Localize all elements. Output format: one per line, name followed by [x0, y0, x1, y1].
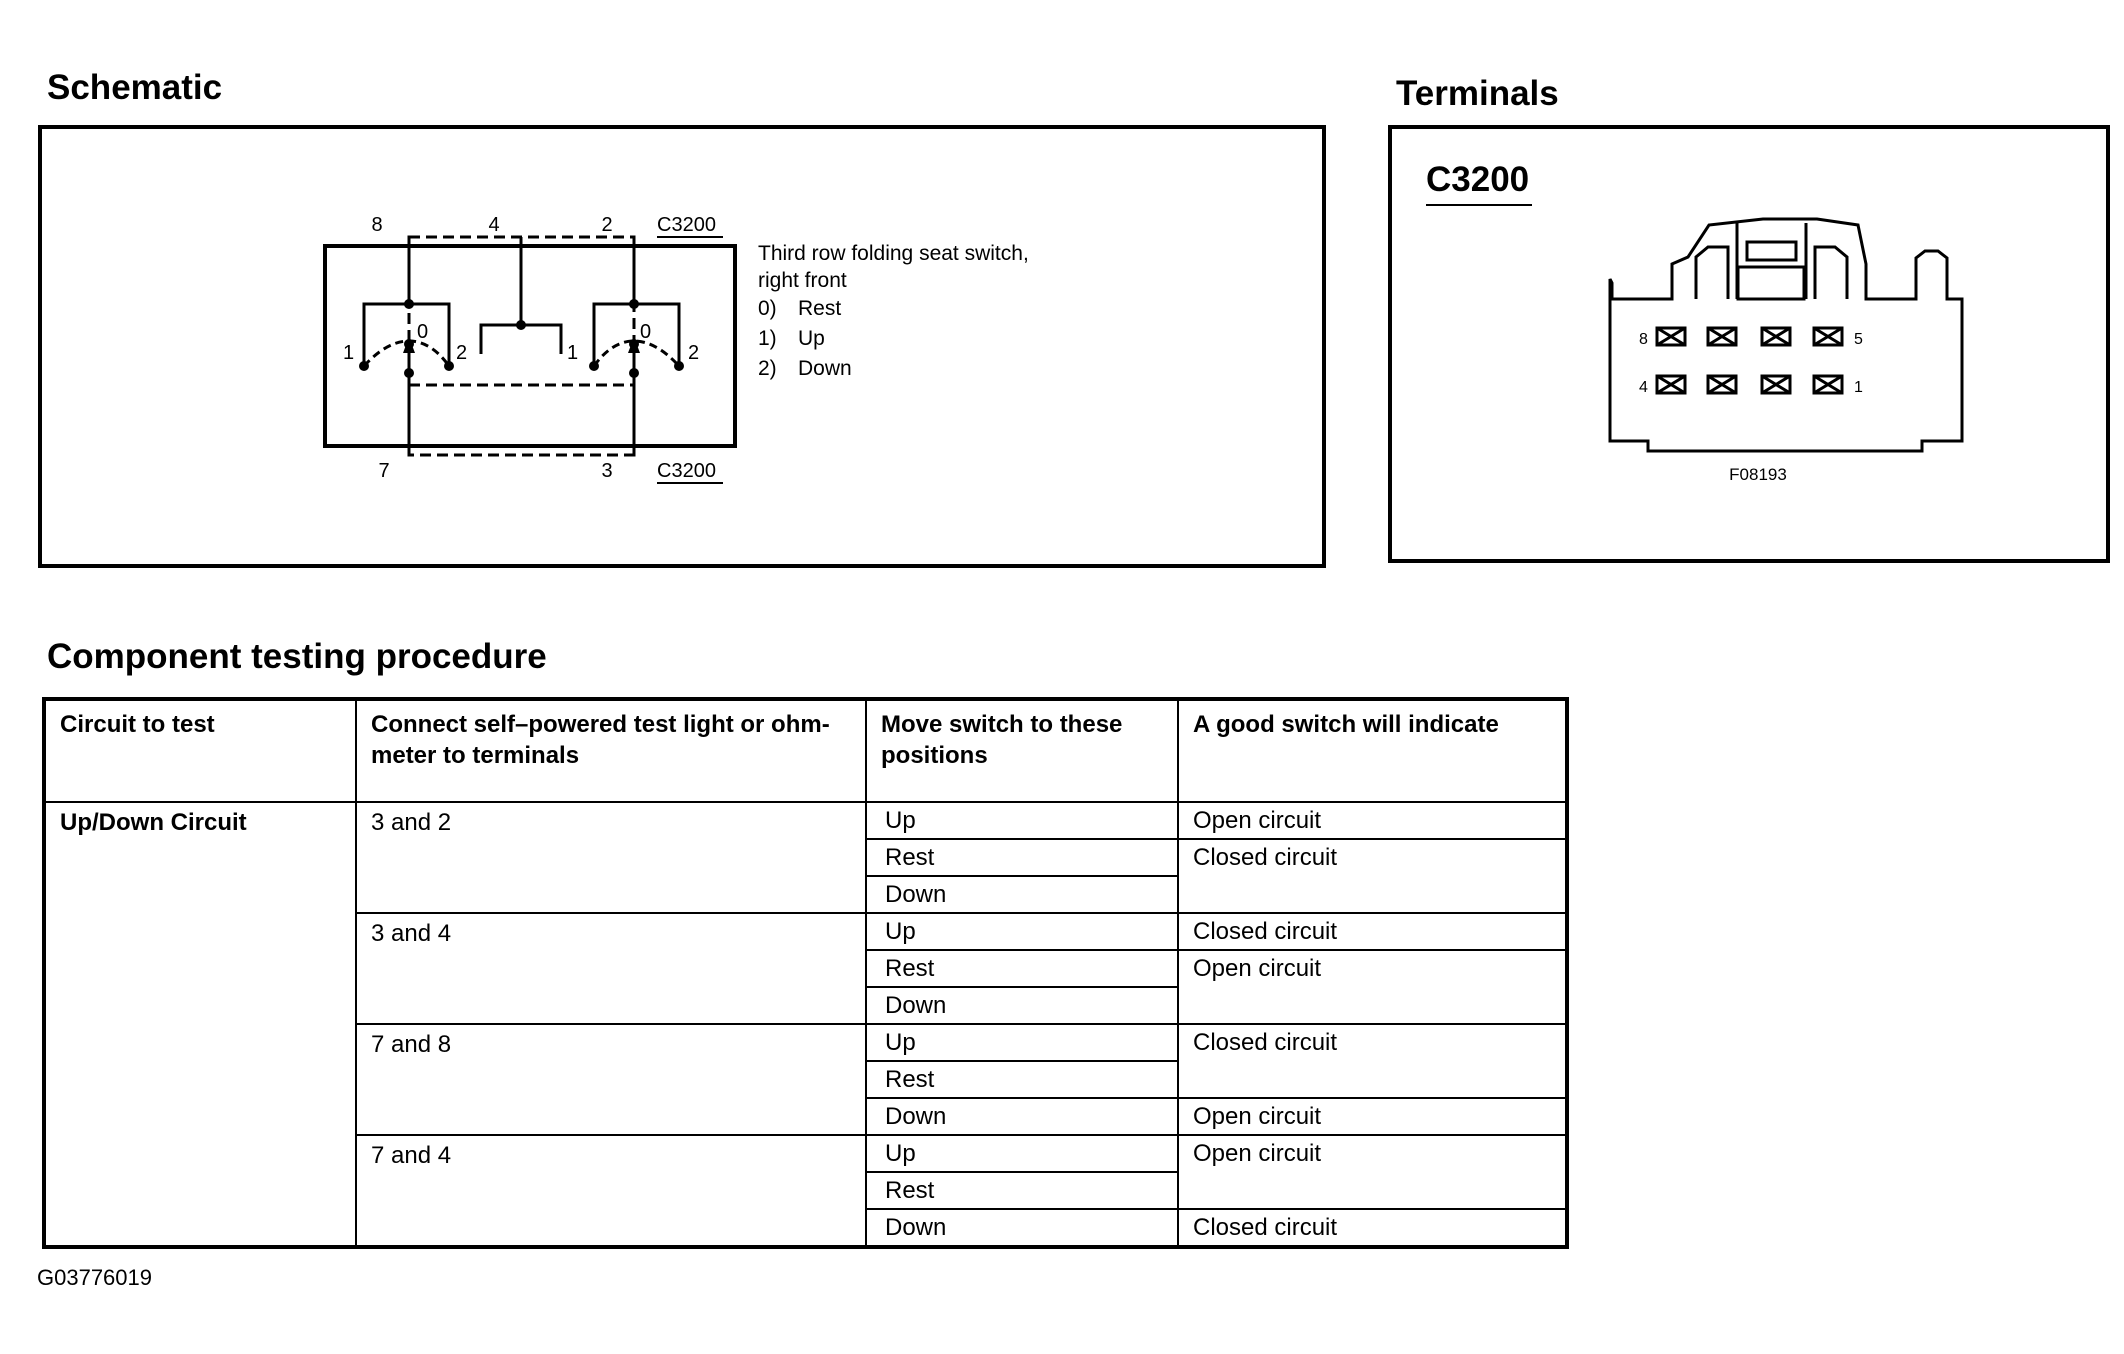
- left-switch-pos1: 1: [343, 342, 354, 364]
- position-2-label: Down: [798, 357, 852, 380]
- table-row: 3 and 4 Up Closed circuit: [44, 912, 1568, 1025]
- schematic-diagram: 8 4 2 7 3 C3200 C3200 1 0 2 1 0 2 Third …: [323, 214, 1029, 484]
- position-cell: Down: [865, 875, 1179, 914]
- indication-cell: Closed circuit: [1177, 1208, 1568, 1248]
- pin-label-4: 4: [488, 214, 499, 236]
- indication-cell: Open circuit: [1177, 1134, 1568, 1210]
- header-positions: Move switch to these positions: [865, 698, 1179, 803]
- terminal-pin-8: 8: [1639, 331, 1648, 348]
- indication-cell: Open circuit: [1177, 949, 1568, 1025]
- right-switch-pos2: 2: [688, 342, 699, 364]
- position-cell: Down: [865, 1208, 1179, 1248]
- figure-id: G03776019: [37, 1265, 152, 1290]
- left-switch-pos2: 2: [456, 342, 467, 364]
- procedure-title: Component testing procedure: [47, 637, 547, 676]
- terminal-pair-cell: 7 and 8: [355, 1023, 867, 1136]
- position-cell: Rest: [865, 1171, 1179, 1210]
- table-row: 7 and 8 Up Closed circuit: [44, 1023, 1568, 1136]
- header-terminals: Connect self–powered test light or ohm- …: [355, 698, 867, 803]
- table-row: Rest: [44, 1060, 1567, 1099]
- terminal-pair-cell: 3 and 4: [355, 912, 867, 1025]
- terminals-title: Terminals: [1396, 74, 1559, 113]
- table-row: Up/Down Circuit 3 and 2 Up Open circuit: [43, 801, 1568, 1248]
- pin-label-3: 3: [601, 460, 612, 482]
- position-cell: Rest: [865, 949, 1179, 988]
- position-0-num: 0): [758, 297, 777, 320]
- schematic-panel: 8 4 2 7 3 C3200 C3200 1 0 2 1 0 2 Third …: [38, 125, 1326, 568]
- terminal-cavities: [1655, 326, 1844, 395]
- table-row: 7 and 4 Up Open circuit: [44, 1134, 1568, 1248]
- indication-cell: Open circuit: [1177, 801, 1568, 840]
- position-cell: Up: [865, 1023, 1179, 1062]
- terminal-pair-cell: 3 and 2: [355, 801, 867, 914]
- circuit-cell: Up/Down Circuit: [43, 801, 357, 1248]
- terminals-panel: C3200 8 5 4 1 F08193: [1388, 125, 2110, 563]
- pin-label-7: 7: [378, 460, 389, 482]
- terminal-pin-1: 1: [1854, 379, 1863, 396]
- right-switch-pos0: 0: [640, 321, 651, 343]
- terminal-pin-4: 4: [1639, 379, 1648, 396]
- position-cell: Up: [865, 1134, 1179, 1173]
- component-testing-table: Circuit to test Connect self–powered tes…: [42, 697, 1569, 1249]
- header-indication: A good switch will indicate: [1177, 698, 1568, 803]
- position-2-num: 2): [758, 357, 777, 380]
- table-row: Down: [44, 986, 1567, 1025]
- terminal-pin-5: 5: [1854, 331, 1863, 348]
- terminals-connector-label: C3200: [1426, 160, 1529, 199]
- position-0-label: Rest: [798, 297, 841, 320]
- connector-label-top: C3200: [657, 214, 716, 236]
- position-cell: Down: [865, 986, 1179, 1025]
- indication-cell: Closed circuit: [1177, 838, 1568, 914]
- connector-diagram: C3200 8 5 4 1 F08193: [1426, 160, 1964, 484]
- schematic-title: Schematic: [47, 68, 223, 107]
- connector-label-bottom: C3200: [657, 460, 716, 482]
- indication-cell: Closed circuit: [1177, 1023, 1568, 1099]
- switch-body: [323, 244, 737, 448]
- indication-cell: Closed circuit: [1177, 912, 1568, 951]
- right-switch-pos1: 1: [567, 342, 578, 364]
- table-row: Rest Closed circuit: [44, 838, 1568, 914]
- position-cell: Up: [865, 801, 1179, 840]
- indication-cell: Open circuit: [1177, 1097, 1568, 1136]
- switch-description-line2: right front: [758, 269, 847, 292]
- table-row: Down Open circuit: [44, 1097, 1568, 1136]
- position-1-num: 1): [758, 327, 777, 350]
- position-1-label: Up: [798, 327, 825, 350]
- header-circuit: Circuit to test: [43, 698, 357, 803]
- left-switch-pos0: 0: [417, 321, 428, 343]
- position-cell: Rest: [865, 838, 1179, 877]
- position-cell: Down: [865, 1097, 1179, 1136]
- pin-label-8: 8: [371, 214, 382, 236]
- table-header-row: Circuit to test Connect self–powered tes…: [43, 698, 1568, 803]
- switch-description-line1: Third row folding seat switch,: [758, 242, 1029, 265]
- terminal-pair-cell: 7 and 4: [355, 1134, 867, 1248]
- table-row: Rest: [44, 1171, 1567, 1210]
- pin-label-2: 2: [601, 214, 612, 236]
- terminals-figure-code: F08193: [1729, 465, 1787, 484]
- table-row: Rest Open circuit: [44, 949, 1568, 1025]
- table-row: Down: [44, 875, 1567, 914]
- position-cell: Rest: [865, 1060, 1179, 1099]
- position-cell: Up: [865, 912, 1179, 951]
- connector-housing: [1608, 217, 1964, 453]
- table-row: Down Closed circuit: [44, 1208, 1568, 1248]
